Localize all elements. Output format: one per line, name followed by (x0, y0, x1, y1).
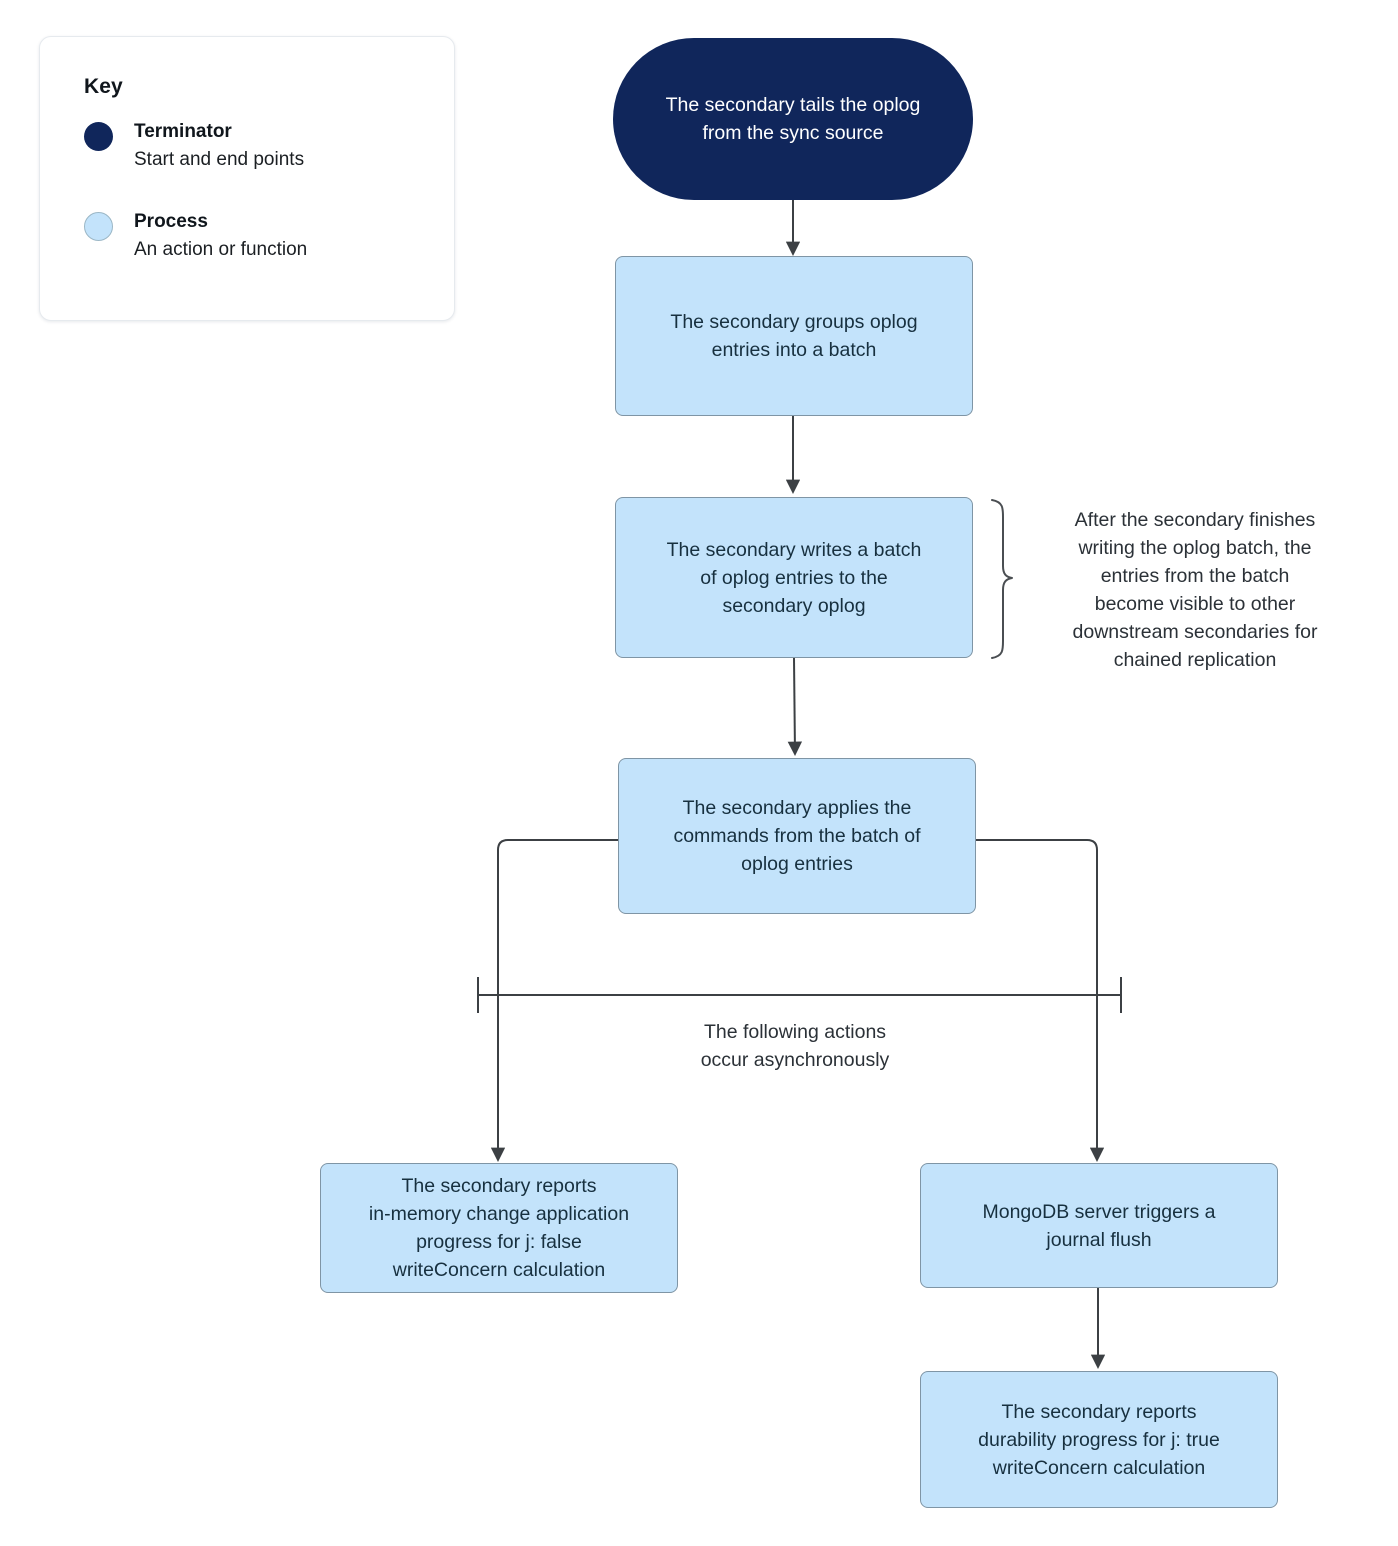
node-tail-oplog[interactable]: The secondary tails the oplog from the s… (613, 38, 973, 200)
edge-apply-to-right-branch (975, 839, 1105, 1163)
key-title: Key (84, 75, 123, 98)
key-legend-panel: Key Terminator Start and end points Proc… (39, 36, 455, 321)
node-journal-flush-label: MongoDB server triggers a journal flush (982, 1200, 1216, 1251)
node-tail-oplog-label: The secondary tails the oplog from the s… (665, 94, 921, 144)
edge-write-to-apply (787, 657, 803, 757)
key-item-process-label: Process (134, 211, 208, 232)
annotation-chained-replication: After the secondary finishes writing the… (1072, 509, 1318, 671)
node-group-entries-label: The secondary groups oplog entries into … (670, 311, 918, 361)
process-swatch-icon (84, 212, 113, 241)
node-report-durability-label: The secondary reports durability progres… (978, 1400, 1220, 1479)
edge-apply-to-left-branch (490, 839, 620, 1163)
node-apply-commands[interactable]: The secondary applies the commands from … (618, 758, 976, 914)
node-report-in-memory-label: The secondary reports in-memory change a… (368, 1175, 630, 1281)
key-item-terminator-description: Start and end points (134, 149, 305, 170)
terminator-swatch-icon (84, 122, 113, 151)
node-write-batch-label: The secondary writes a batch of oplog en… (666, 538, 922, 617)
node-report-in-memory[interactable]: The secondary reports in-memory change a… (320, 1163, 678, 1293)
key-item-process-description: An action or function (134, 239, 308, 260)
key-item-terminator-label: Terminator (134, 121, 232, 142)
node-group-entries[interactable]: The secondary groups oplog entries into … (615, 256, 973, 416)
node-journal-flush[interactable]: MongoDB server triggers a journal flush (920, 1163, 1278, 1288)
node-write-batch[interactable]: The secondary writes a batch of oplog en… (615, 497, 973, 658)
chained-replication-brace-icon (991, 499, 1013, 659)
node-apply-commands-label: The secondary applies the commands from … (673, 797, 921, 875)
annotation-async-actions: The following actions occur asynchronous… (700, 1021, 890, 1071)
node-report-durability[interactable]: The secondary reports durability progres… (920, 1371, 1278, 1508)
